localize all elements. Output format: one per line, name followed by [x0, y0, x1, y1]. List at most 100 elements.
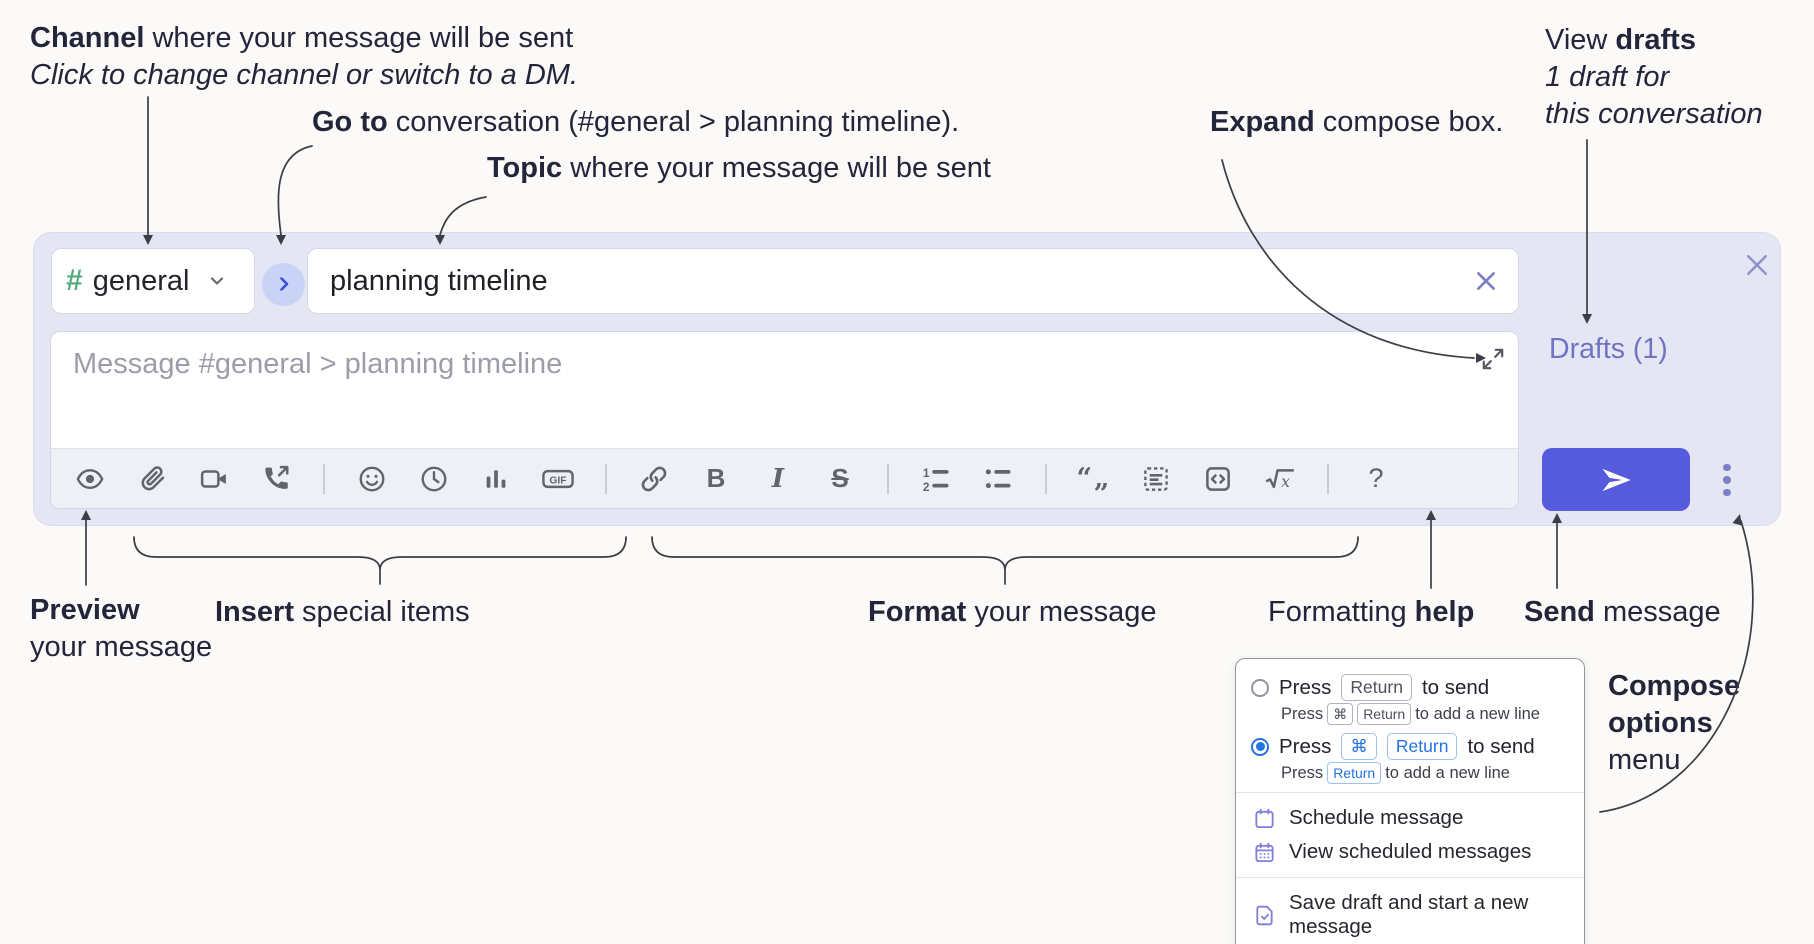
inline-code-button[interactable] [1203, 463, 1233, 495]
poll-button[interactable] [481, 463, 511, 495]
topic-input[interactable]: planning timeline [307, 248, 1519, 314]
close-icon [1742, 250, 1774, 280]
insert-brace [133, 536, 627, 585]
topic-value: planning timeline [330, 264, 548, 297]
code-block-button[interactable] [1141, 463, 1171, 495]
bold-button[interactable]: B [701, 463, 731, 495]
toolbar-divider [1045, 463, 1047, 494]
clock-icon [419, 464, 449, 494]
goto-conversation-button[interactable] [262, 262, 305, 306]
channel-annotation-rest: where your message will be sent [144, 22, 574, 54]
ellipsis-dot [1723, 488, 1731, 497]
eye-icon [75, 464, 105, 494]
paperclip-icon [137, 464, 167, 494]
bar-chart-icon [481, 464, 511, 494]
smiley-icon [357, 464, 387, 494]
menu-item-schedule[interactable]: Schedule message [1251, 801, 1569, 835]
svg-text:1: 1 [923, 466, 930, 480]
channel-annotation-italic: Click to change channel or switch to a D… [30, 59, 579, 91]
expand-icon [1480, 346, 1506, 372]
compose-options-button[interactable] [1712, 449, 1742, 511]
menu-divider [1236, 792, 1584, 793]
quote-icon: “„ [1076, 463, 1112, 494]
schedule-button[interactable] [419, 463, 449, 495]
video-camera-icon [199, 464, 229, 494]
calendar-icon [1253, 807, 1276, 830]
link-icon [639, 464, 669, 494]
strikethrough-button[interactable]: S [825, 463, 855, 495]
format-brace [651, 536, 1359, 585]
document-check-icon [1253, 904, 1276, 927]
format-annotation: Format your message [868, 596, 1157, 628]
expand-compose-button[interactable] [1480, 346, 1506, 372]
view-drafts-annotation: View drafts 1 draft for this conversatio… [1545, 24, 1763, 130]
send-option-cmd-return[interactable]: Press ⌘ Return to send [1251, 733, 1569, 760]
phone-call-icon [261, 464, 291, 494]
topic-arrow [439, 196, 487, 236]
send-annotation: Send message [1524, 596, 1721, 628]
message-input[interactable]: Message #general > planning timeline [51, 332, 1518, 449]
return-keycap: Return [1357, 703, 1412, 725]
expand-annotation: Expand compose box. [1210, 106, 1504, 138]
strikethrough-icon: S [831, 463, 849, 493]
audio-call-button[interactable] [261, 463, 291, 495]
radio-selected-icon[interactable] [1251, 737, 1269, 756]
blockquote-button[interactable]: “„ [1076, 463, 1112, 495]
clear-topic-button[interactable] [1472, 267, 1500, 295]
menu-divider [1236, 877, 1584, 878]
message-placeholder: Message #general > planning timeline [73, 348, 563, 380]
send-option-cmd-return-sub: Press Return to add a new line [1281, 762, 1569, 784]
bulleted-list-icon [983, 464, 1013, 494]
italic-icon: I [771, 463, 785, 494]
goto-annotation: Go to conversation (#general > planning … [312, 106, 960, 138]
channel-selector[interactable]: # general [51, 248, 255, 314]
inline-code-icon [1203, 464, 1233, 494]
send-plane-icon [1598, 462, 1634, 498]
chevron-right-icon [273, 273, 295, 295]
chevron-down-icon [207, 271, 227, 291]
menu-item-save-draft[interactable]: Save draft and start a new message [1251, 886, 1569, 944]
attach-file-button[interactable] [137, 463, 167, 495]
ellipsis-dot [1723, 463, 1731, 472]
gif-button[interactable]: GIF [541, 463, 575, 495]
compose-options-annotation: Compose options menu [1608, 670, 1741, 776]
send-button[interactable] [1542, 448, 1690, 511]
insert-annotation: Insert special items [215, 596, 470, 628]
emoji-button[interactable] [357, 463, 387, 495]
formula-button[interactable]: x [1265, 463, 1295, 495]
compose-options-menu: Press Return to send Press ⌘ Return to a… [1235, 658, 1585, 944]
send-option-return-sub: Press ⌘ Return to add a new line [1281, 703, 1569, 725]
bold-icon: B [706, 463, 726, 493]
cmd-keycap: ⌘ [1341, 733, 1377, 760]
close-compose-button[interactable] [1742, 249, 1774, 281]
cmd-keycap: ⌘ [1327, 703, 1354, 725]
formula-icon: x [1264, 464, 1296, 494]
italic-button[interactable]: I [763, 463, 793, 495]
radio-unselected-icon[interactable] [1251, 678, 1269, 697]
toolbar-divider [605, 463, 607, 494]
formatting-help-button[interactable]: ? [1361, 463, 1391, 495]
toolbar-divider [1327, 463, 1329, 494]
link-button[interactable] [639, 463, 669, 495]
return-keycap: Return [1341, 674, 1412, 701]
toolbar-divider [887, 463, 889, 494]
bulleted-list-button[interactable] [983, 463, 1013, 495]
menu-item-view-scheduled[interactable]: View scheduled messages [1251, 835, 1569, 869]
channel-annotation-bold: Channel [30, 22, 145, 54]
drafts-link[interactable]: Drafts (1) [1549, 333, 1668, 365]
calendar-grid-icon [1253, 841, 1276, 864]
video-clip-button[interactable] [199, 463, 229, 495]
preview-button[interactable] [75, 463, 105, 495]
question-mark-icon: ? [1368, 463, 1384, 493]
return-keycap: Return [1386, 733, 1458, 760]
send-option-return[interactable]: Press Return to send [1251, 674, 1569, 701]
preview-annotation: Preview your message [30, 594, 213, 663]
compose-box: # general planning timeline [33, 232, 1781, 526]
formatting-help-annotation: Formatting help [1268, 596, 1475, 628]
ellipsis-dot [1723, 476, 1731, 484]
goto-arrow [277, 145, 313, 236]
gif-icon: GIF [541, 464, 575, 494]
